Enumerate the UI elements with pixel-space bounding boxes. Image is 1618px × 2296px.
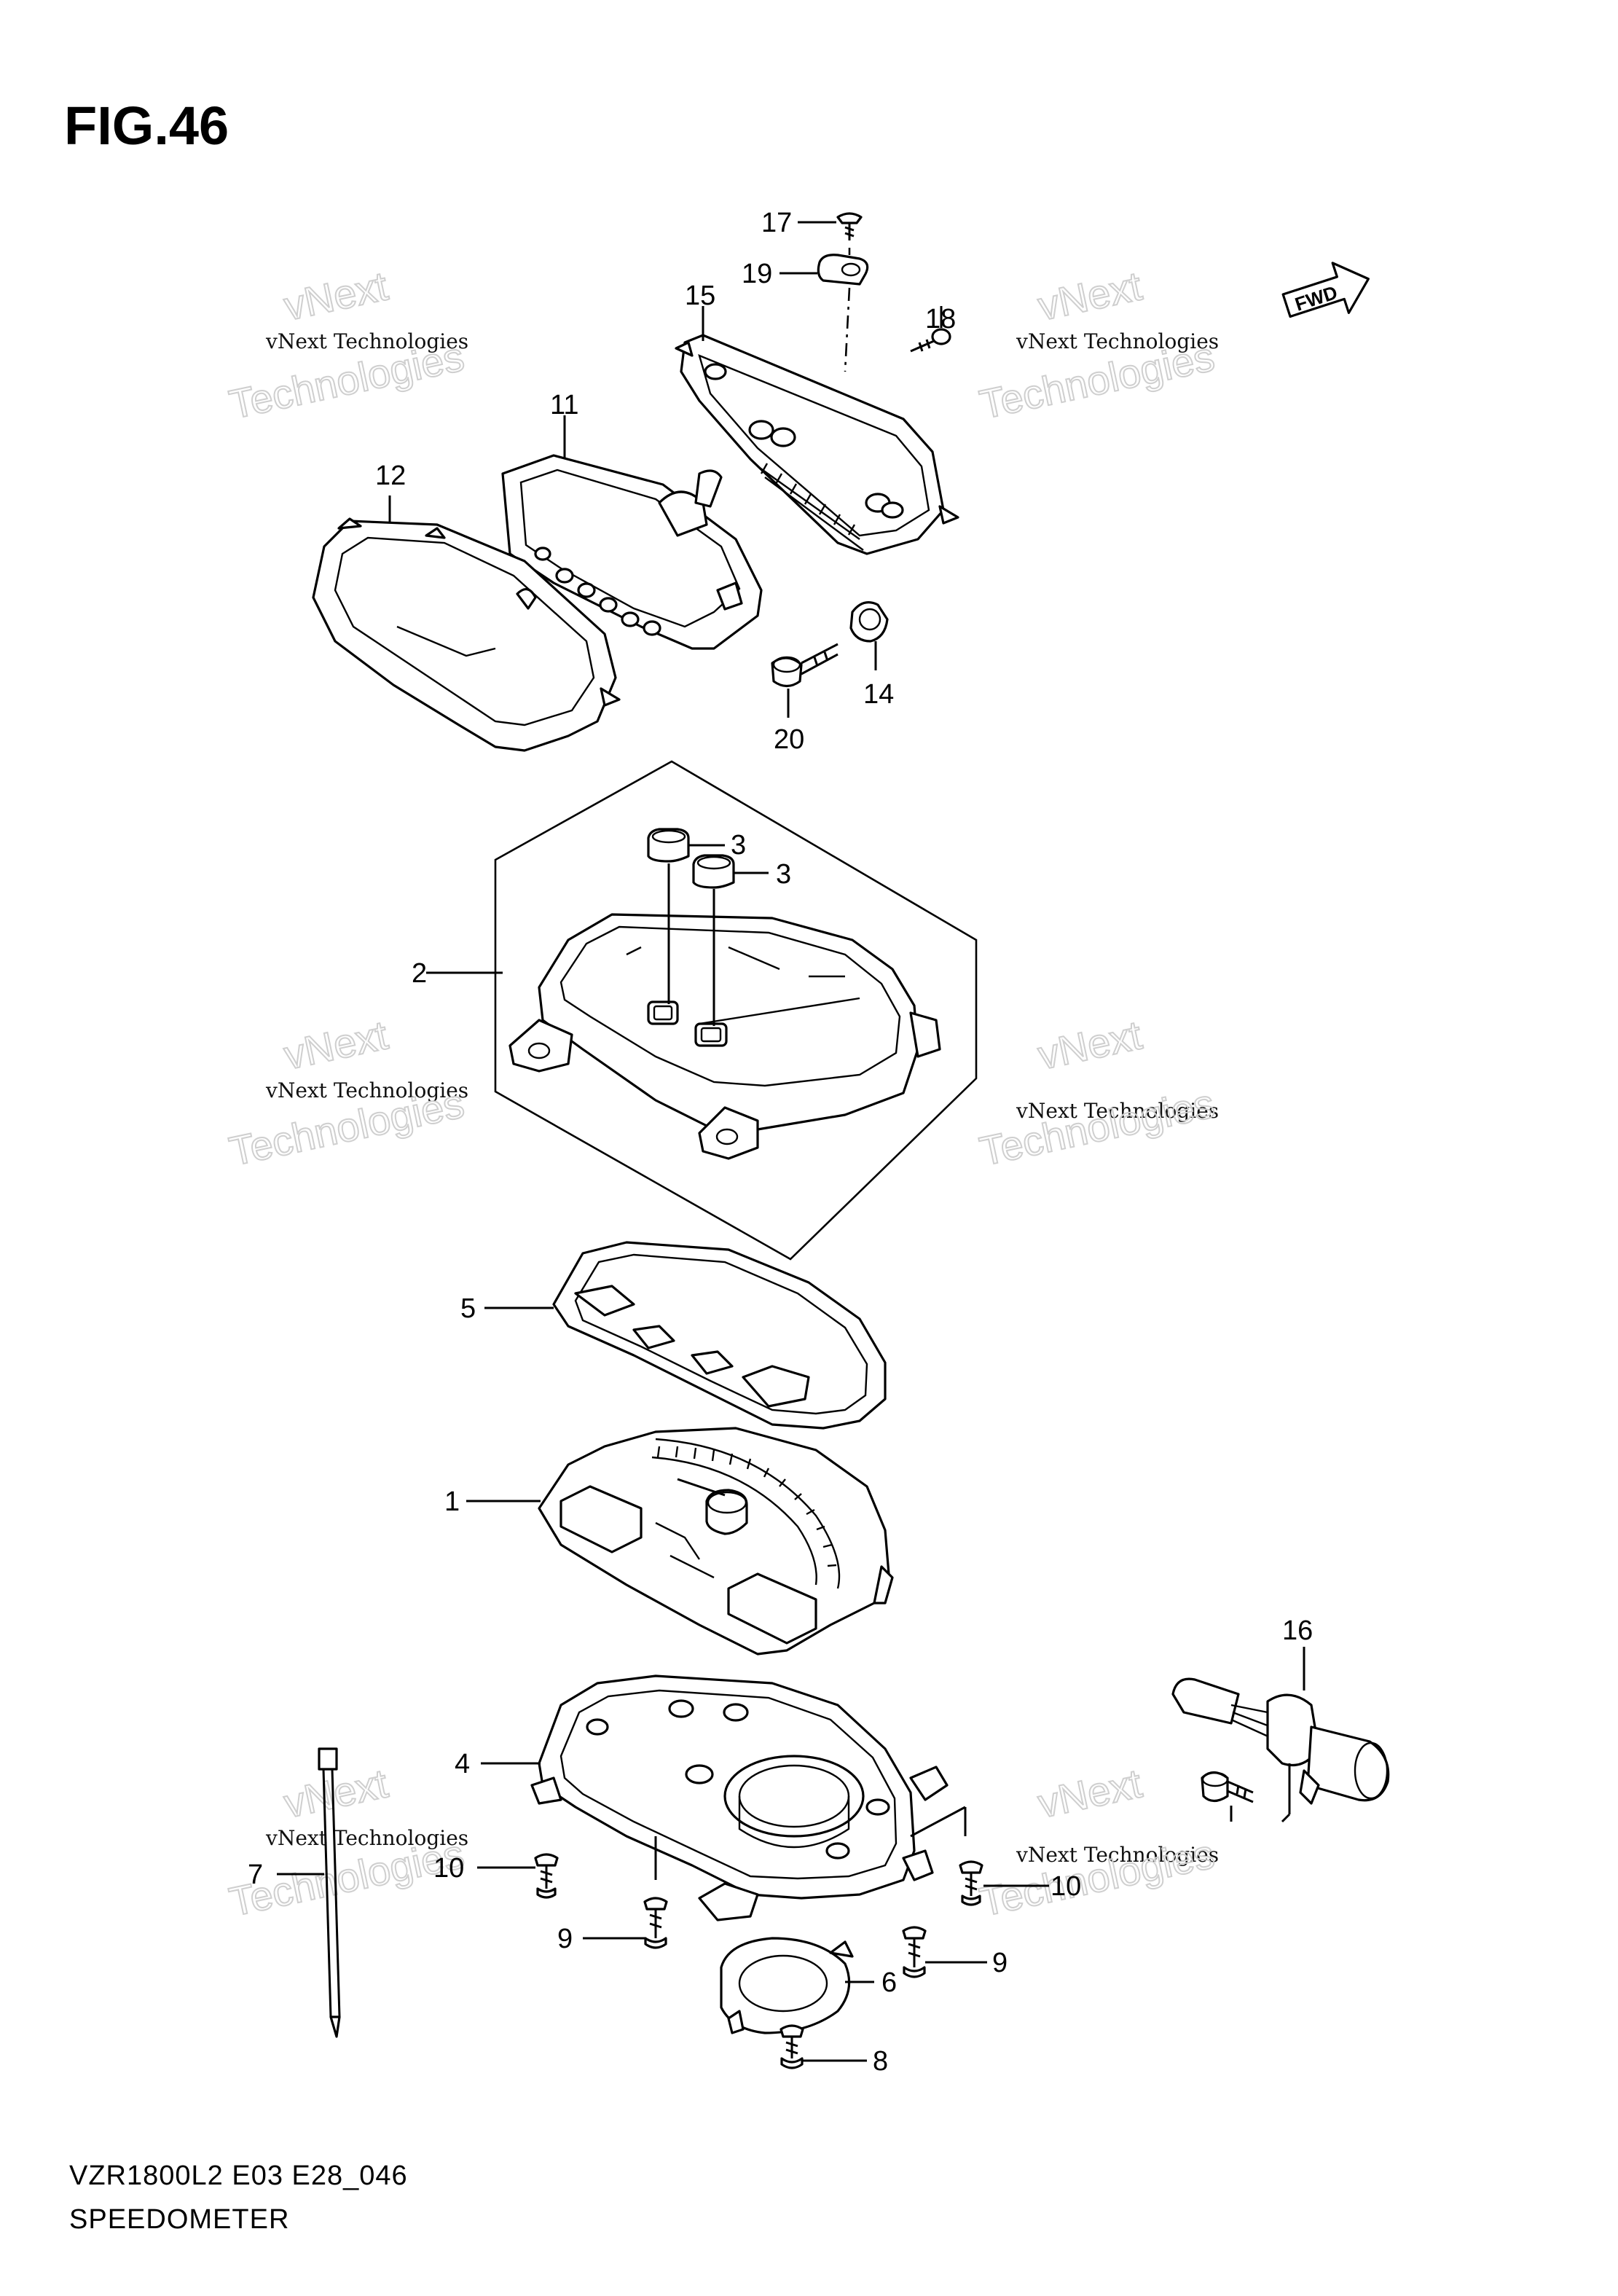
forward-direction-arrow: FWD — [1281, 262, 1370, 318]
part-10-screw-left — [477, 1853, 559, 1899]
callout-8: 8 — [873, 2046, 888, 2077]
part-8-screw — [779, 2024, 867, 2069]
watermark-middle-left: vNext vNext Technologies Technologies — [224, 1011, 468, 1175]
section-name: SPEEDOMETER — [69, 2204, 289, 2235]
callout-15: 17 — [761, 208, 792, 238]
part-18-bolt — [771, 643, 839, 718]
callout-9-left: 9 — [557, 1924, 573, 1954]
watermark-big-line2: vNext — [280, 262, 392, 329]
part-3-grommet-a — [647, 828, 725, 1004]
assembly-box-2 — [494, 760, 978, 1261]
part-15-screw — [798, 212, 863, 240]
watermark-line1: vNext Technologies — [265, 329, 468, 353]
callout-9-right: 9 — [992, 1948, 1008, 1978]
part-10-screw-right — [959, 1860, 1049, 1906]
callout-3a: 3 — [731, 830, 746, 861]
part-19-speed-sensor — [1171, 1647, 1390, 1823]
callout-7: 7 — [248, 1860, 263, 1890]
part-14-grommet — [849, 601, 889, 670]
callout-3b: 3 — [776, 859, 791, 890]
dash-17-13 — [844, 287, 851, 372]
callout-17: 19 — [742, 259, 772, 289]
watermark-line1: vNext Technologies — [1016, 1843, 1219, 1867]
callout-10-left: 10 — [433, 1853, 464, 1884]
part-11-meter-case-inner — [501, 415, 763, 650]
part-12-meter-lens — [312, 495, 621, 752]
callout-11: 11 — [550, 390, 578, 420]
part-9-screw-right — [902, 1926, 987, 1978]
callout-13: 15 — [685, 281, 715, 311]
callout-2: 2 — [412, 958, 427, 989]
part-6-ring-plate — [720, 1937, 874, 2034]
part-20-bolt — [1201, 1771, 1254, 1822]
watermark-bottom-left: vNext vNext Technologies Technologies — [224, 1759, 468, 1925]
model-code: VZR1800L2 E03 E28_046 — [69, 2160, 408, 2191]
part-5-meter-panel-gasket — [484, 1241, 887, 1430]
callout-1: 1 — [444, 1486, 460, 1517]
watermark-top-left: vNext vNext Technologies Technologies — [224, 262, 468, 428]
watermark-line1: vNext Technologies — [1016, 1099, 1219, 1123]
watermark-big-line2: vNext — [280, 1011, 392, 1078]
part-4-lower-case — [481, 1674, 967, 1921]
part-13-rear-cover — [675, 306, 959, 555]
callout-19: 16 — [1282, 1615, 1313, 1646]
watermark-line1: vNext Technologies — [265, 1078, 468, 1102]
part-16-screw — [910, 306, 951, 353]
watermark-line1: vNext Technologies — [1016, 329, 1219, 353]
callout-10-right: 10 — [1050, 1871, 1081, 1902]
callout-16: 18 — [925, 304, 956, 334]
watermark-bottom-right: vNext vNext Technologies Technologies — [975, 1759, 1219, 1925]
callout-14: 14 — [863, 679, 894, 710]
part-3-grommet-b — [692, 854, 769, 1026]
watermark-middle-right: vNext vNext Technologies Technologies — [975, 1011, 1219, 1175]
watermark-big-line2: vNext — [1034, 1011, 1146, 1078]
callout-12: 12 — [375, 461, 406, 491]
callout-18: 20 — [774, 724, 804, 755]
fwd-label: FWD — [1292, 281, 1340, 316]
callout-5: 5 — [460, 1293, 476, 1324]
callout-4: 4 — [455, 1749, 470, 1779]
figure-title: FIG.46 — [64, 95, 229, 156]
watermark-big-line2: vNext — [1034, 262, 1146, 329]
part-2-meter-case-assembly — [426, 913, 941, 1160]
part-9-screw-left — [583, 1897, 668, 1949]
watermark-line1: vNext Technologies — [265, 1826, 468, 1850]
part-1-speedometer-unit — [466, 1427, 894, 1656]
part-7-cable-tie — [277, 1747, 341, 2038]
part-17-clamp — [779, 254, 869, 286]
watermark-big-line2: vNext — [1034, 1760, 1146, 1826]
watermark-big-line3: Technologies — [975, 1080, 1218, 1175]
watermark-top-right: vNext vNext Technologies Technologies — [975, 262, 1219, 428]
callout-6: 6 — [881, 1967, 897, 1998]
